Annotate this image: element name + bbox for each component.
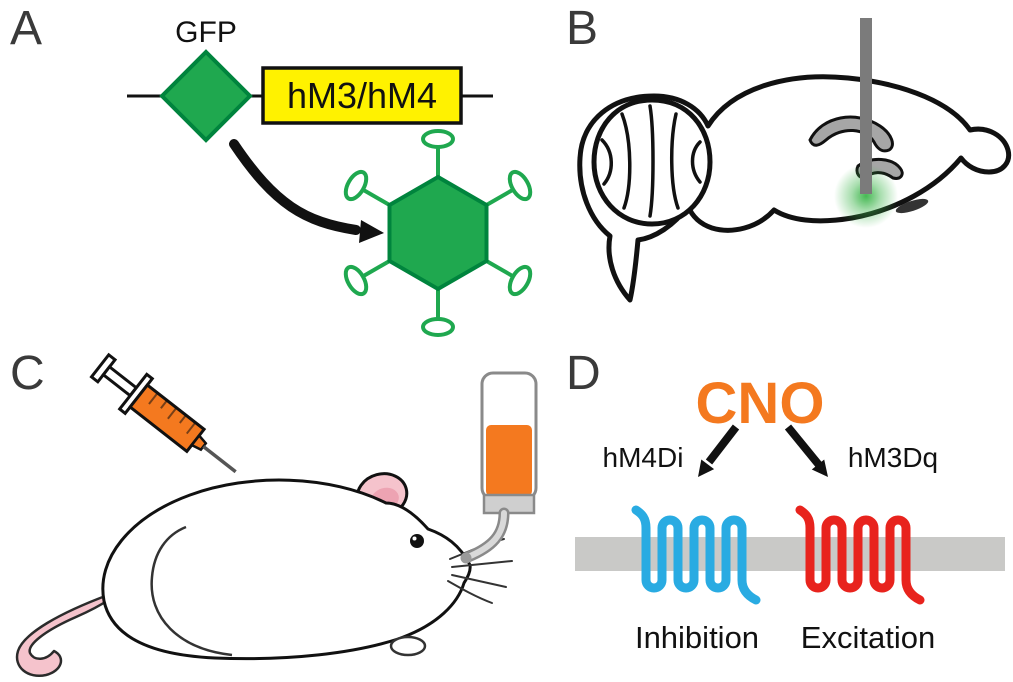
membrane-bar [575, 537, 1005, 571]
panel-b-letter: B [566, 2, 598, 55]
panel-c-letter: C [10, 347, 45, 400]
cno-arrow-left [698, 424, 740, 477]
brain-illustration [577, 18, 1012, 303]
syringe-plunger-rod [101, 364, 139, 398]
injection-needle [860, 18, 872, 194]
panel-d: D CNO hM4Di hM3Dq Inhibition Excitation [566, 347, 1005, 655]
virus-spikes [343, 129, 533, 337]
water-bottle-icon [460, 371, 538, 564]
mouse-haunch-line [150, 525, 233, 657]
panel-a-letter: A [10, 2, 42, 55]
receptor-left-label: hM4Di [603, 442, 684, 473]
panel-a: A GFP hM3/hM4 [10, 2, 533, 337]
cerebellum-folds [600, 104, 702, 218]
bottle-spout [465, 510, 507, 560]
bottle-cap [482, 493, 536, 515]
arrow-construct-to-virus [229, 139, 384, 243]
bottle-liquid [486, 425, 532, 496]
mouse-tail [15, 593, 112, 678]
mouse-body [101, 478, 472, 661]
cno-arrow-right [784, 424, 828, 477]
syringe-nozzle [189, 433, 208, 452]
gpcr-inhibitory-receptor [631, 505, 761, 605]
gfp-label: GFP [175, 16, 237, 49]
gpcr-excitatory-receptor [795, 505, 925, 605]
syringe-needle [202, 445, 237, 474]
mouse-eye-highlight [412, 536, 417, 541]
virus-capsid-hexagon [387, 174, 489, 292]
syringe-graduations [148, 392, 197, 435]
syringe-barrel [128, 382, 207, 454]
effect-right-label: Excitation [801, 620, 935, 655]
mouse-eye [410, 534, 424, 548]
cno-label: CNO [696, 371, 825, 436]
bottle-spout-ball [460, 552, 472, 564]
gfp-diamond [159, 49, 253, 143]
construct-label: hM3/hM4 [287, 75, 437, 116]
construct-box [261, 66, 463, 125]
ventral-sliver [895, 198, 929, 214]
syringe-icon [89, 352, 237, 474]
injection-site-glow [834, 164, 898, 228]
panel-b: B [566, 2, 1012, 303]
mouse-illustration [15, 472, 513, 678]
mouse-front-paw [389, 635, 427, 657]
panel-d-letter: D [566, 347, 601, 400]
receptor-right-label: hM3Dq [848, 442, 938, 473]
panel-c: C [10, 347, 538, 678]
aav-virus-icon [343, 129, 533, 337]
effect-left-label: Inhibition [635, 620, 759, 655]
